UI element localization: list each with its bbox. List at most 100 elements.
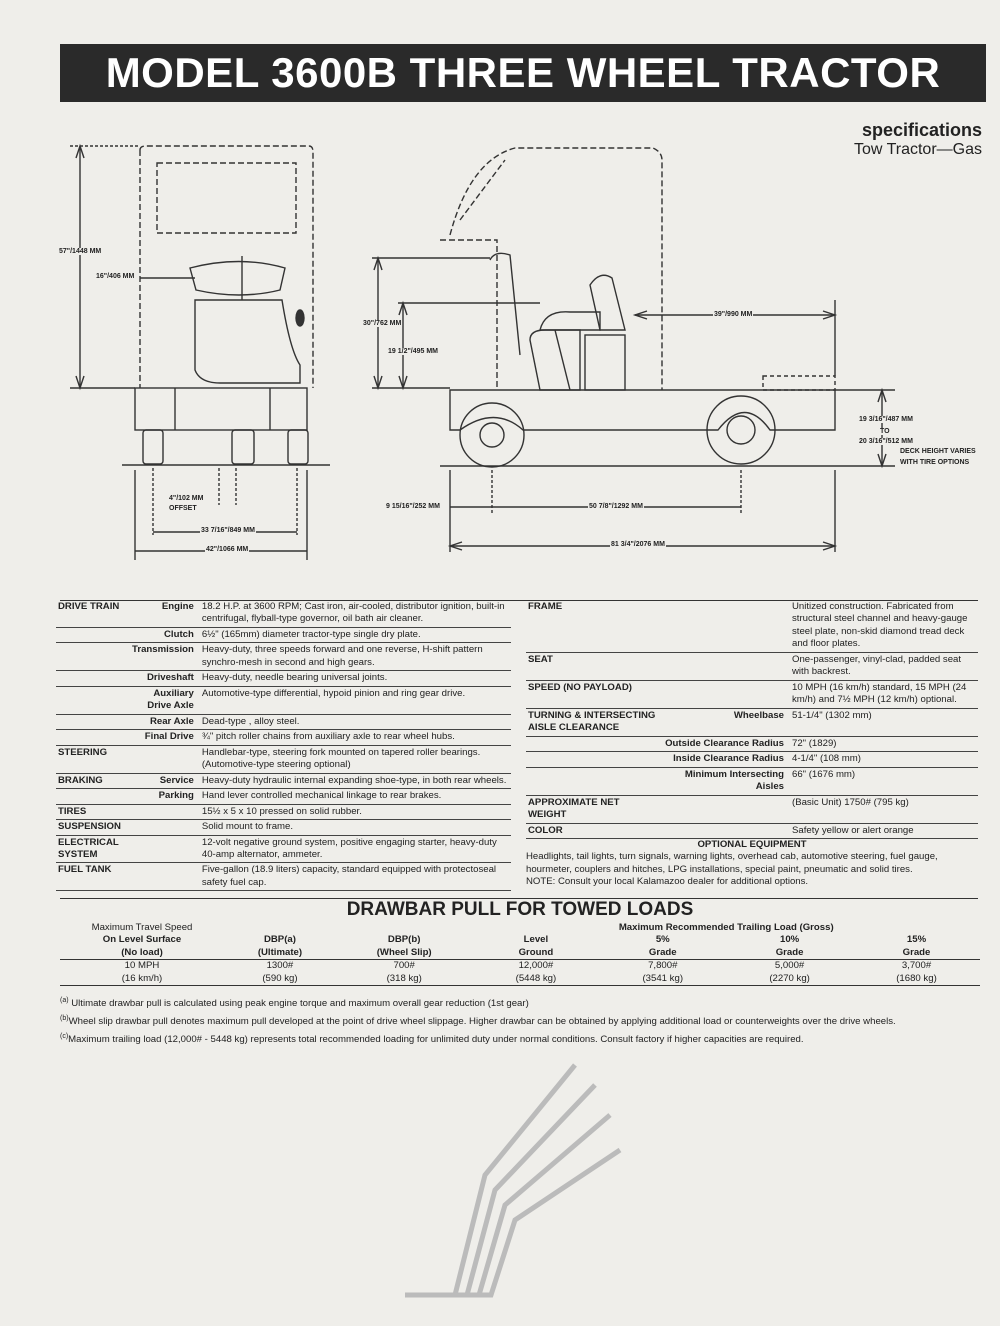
dim-offset: 4"/102 MM bbox=[168, 495, 205, 502]
dim-deck-height-max: 20 3/16"/512 MM bbox=[858, 438, 914, 445]
right-spec-cat bbox=[526, 752, 658, 767]
cell-dbp-b: 700# bbox=[393, 960, 415, 972]
drawbar-table: Maximum Travel Speed Maximum Recommended… bbox=[60, 922, 980, 986]
left-spec-desc: Heavy-duty hydraulic internal expanding … bbox=[201, 774, 507, 786]
col-10-sub: Grade bbox=[775, 946, 804, 958]
col-5-sub: Grade bbox=[648, 946, 677, 958]
left-spec-sub bbox=[130, 745, 196, 773]
cell-dbp-b-metric: (318 kg) bbox=[386, 972, 422, 984]
right-spec-desc: One-passenger, vinyl-clad, padded seat w… bbox=[792, 653, 962, 678]
left-spec-cat bbox=[56, 714, 130, 729]
col-group: Maximum Recommended Trailing Load (Gross… bbox=[618, 922, 834, 933]
cell-15-metric: (1680 kg) bbox=[896, 972, 937, 984]
right-spec-sub: Wheelbase bbox=[733, 709, 784, 721]
cell-level: 12,000# bbox=[518, 960, 554, 972]
left-spec-sub bbox=[130, 835, 196, 863]
side-view-drawing bbox=[372, 147, 895, 552]
footnote: (c)Maximum trailing load (12,000# - 5448… bbox=[60, 1031, 980, 1049]
left-spec-cat bbox=[56, 627, 130, 642]
cell-speed: 10 MPH bbox=[124, 960, 160, 972]
right-spec-desc: 66" (1676 mm) bbox=[792, 768, 856, 780]
dim-offset-word: OFFSET bbox=[168, 505, 198, 512]
dim-deck-to: TO bbox=[879, 428, 891, 435]
left-spec-desc: 6½" (165mm) diameter tractor-type single… bbox=[201, 628, 421, 640]
dim-tread: 33 7/16"/849 MM bbox=[200, 527, 256, 534]
left-spec-cat: STEERING bbox=[58, 746, 108, 758]
optional-equipment: OPTIONAL EQUIPMENT Headlights, tail ligh… bbox=[526, 839, 978, 889]
footnote-text: Ultimate drawbar pull is calculated usin… bbox=[71, 998, 529, 1010]
right-spec-desc: 51-1/4" (1302 mm) bbox=[792, 709, 872, 721]
footnotes: (a) Ultimate drawbar pull is calculated … bbox=[60, 995, 980, 1049]
drawbar-row: 10 MPH 1300# 700# 12,000# 7,800# 5,000# … bbox=[60, 960, 980, 973]
left-spec-desc: Dead-type , alloy steel. bbox=[201, 715, 300, 727]
left-spec-sub: Service bbox=[159, 774, 194, 786]
drawbar-row-metric: (16 km/h) (590 kg) (318 kg) (5448 kg) (3… bbox=[60, 973, 980, 986]
cell-dbp-a-metric: (590 kg) bbox=[262, 972, 298, 984]
specifications-subtitle: Tow Tractor—Gas bbox=[853, 141, 982, 158]
drawbar-header-row-1: Maximum Travel Speed Maximum Recommended… bbox=[60, 922, 980, 934]
left-spec-cat bbox=[56, 686, 130, 714]
cell-5-metric: (3541 kg) bbox=[642, 972, 684, 984]
col-speed-2: On Level Surface bbox=[102, 934, 182, 946]
right-row: TURNING & INTERSECTING AISLE CLEARANCE Wh… bbox=[526, 708, 978, 737]
tractor-drawings bbox=[70, 143, 895, 560]
right-spec-cat: SPEED (NO PAYLOAD) bbox=[528, 681, 632, 693]
right-spec-cat: SEAT bbox=[528, 653, 553, 665]
col-dbp-b-sub: (Wheel Slip) bbox=[376, 946, 432, 958]
col-level: Level bbox=[523, 934, 549, 946]
left-spec-sub: Transmission bbox=[132, 644, 194, 656]
drawbar-table-wrap: Maximum Travel Speed Maximum Recommended… bbox=[60, 922, 980, 986]
drawbar-title: DRAWBAR PULL FOR TOWED LOADS bbox=[346, 899, 694, 920]
col-speed-3: (No load) bbox=[121, 946, 163, 958]
left-spec-cat: FUEL TANK bbox=[58, 864, 112, 876]
optional-text: Headlights, tail lights, turn signals, w… bbox=[526, 851, 938, 875]
footnote: (b)Wheel slip drawbar pull denotes maxim… bbox=[60, 1013, 980, 1031]
specifications-label: specifications bbox=[861, 120, 982, 140]
left-row: Clutch 6½" (165mm) diameter tractor-type … bbox=[56, 627, 511, 643]
dim-wheel-height: 16"/406 MM bbox=[95, 273, 136, 280]
cell-10-metric: (2270 kg) bbox=[769, 972, 810, 984]
left-spec-desc: Automotive-type differential, hypoid pin… bbox=[201, 687, 466, 699]
dim-seat-height: 30"/762 MM bbox=[362, 320, 403, 327]
specs-top-rule bbox=[60, 600, 978, 601]
right-spec-sub: Outside Clearance Radius bbox=[665, 737, 784, 749]
col-dbp-a: DBP(a) bbox=[263, 934, 296, 946]
left-spec-desc: Heavy-duty, three speeds forward and one… bbox=[201, 644, 483, 668]
right-spec-sub bbox=[658, 600, 786, 652]
left-spec-desc: Hand lever controlled mechanical linkage… bbox=[201, 790, 442, 802]
left-spec-cat bbox=[56, 671, 130, 686]
front-view-drawing bbox=[70, 143, 330, 560]
right-spec-desc: (Basic Unit) 1750# (795 kg) bbox=[792, 796, 909, 808]
left-spec-sub: Clutch bbox=[164, 628, 194, 640]
right-spec-sub bbox=[658, 680, 786, 708]
left-spec-sub: Final Drive bbox=[144, 731, 194, 743]
cell-level-metric: (5448 kg) bbox=[515, 972, 557, 984]
right-spec-cat: TURNING & INTERSECTING AISLE CLEARANCE bbox=[528, 709, 656, 734]
right-spec-desc: Safety yellow or alert orange bbox=[792, 824, 914, 836]
optional-title: OPTIONAL EQUIPMENT bbox=[697, 838, 807, 850]
left-spec-cat: ELECTRICAL SYSTEM bbox=[58, 836, 119, 860]
dim-cowl-height: 19 1/2"/495 MM bbox=[387, 348, 440, 355]
col-15-sub: Grade bbox=[902, 946, 931, 958]
footnote-mark: (b) bbox=[60, 1014, 69, 1022]
left-spec-cat: SUSPENSION bbox=[58, 821, 121, 833]
left-spec-sub bbox=[130, 804, 196, 819]
footnote-text: Wheel slip drawbar pull denotes maximum … bbox=[68, 1016, 896, 1028]
right-spec-cat: APPROXIMATE NET WEIGHT bbox=[528, 796, 620, 821]
cell-speed-metric: (16 km/h) bbox=[121, 972, 163, 984]
right-spec-desc: 4-1/4" (108 mm) bbox=[792, 753, 861, 765]
right-spec-cat: FRAME bbox=[528, 601, 563, 612]
specifications-heading: specifications Tow Tractor—Gas bbox=[854, 120, 982, 159]
